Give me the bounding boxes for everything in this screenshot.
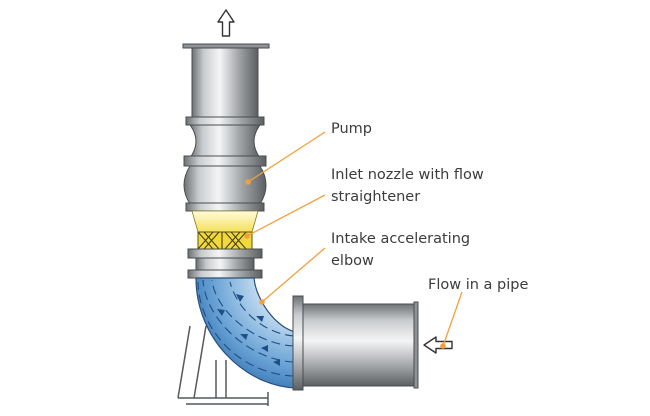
- inlet-nozzle-label-line1: Inlet nozzle with flow: [331, 167, 484, 183]
- inlet-nozzle-label-line2: straightener: [331, 189, 421, 205]
- intake-elbow: [195, 277, 297, 389]
- leader-lines: [246, 131, 463, 347]
- flow-straightener: [191, 210, 259, 250]
- inlet-pipe: [292, 295, 419, 391]
- pump-label: Pump: [331, 121, 373, 137]
- flow-direction-arrows: [217, 294, 280, 366]
- pump-column: [182, 43, 270, 212]
- intake-elbow-label-line2: elbow: [331, 253, 374, 269]
- flow-in-pipe-label: Flow in a pipe: [428, 277, 529, 293]
- leader-dots: [244, 179, 446, 349]
- support-stand: [177, 325, 269, 406]
- outflow-arrow-icon: [217, 9, 235, 37]
- inflow-arrow-icon: [423, 336, 453, 354]
- intake-elbow-label-line1: Intake accelerating: [331, 231, 471, 247]
- lower-flanges: [187, 248, 263, 279]
